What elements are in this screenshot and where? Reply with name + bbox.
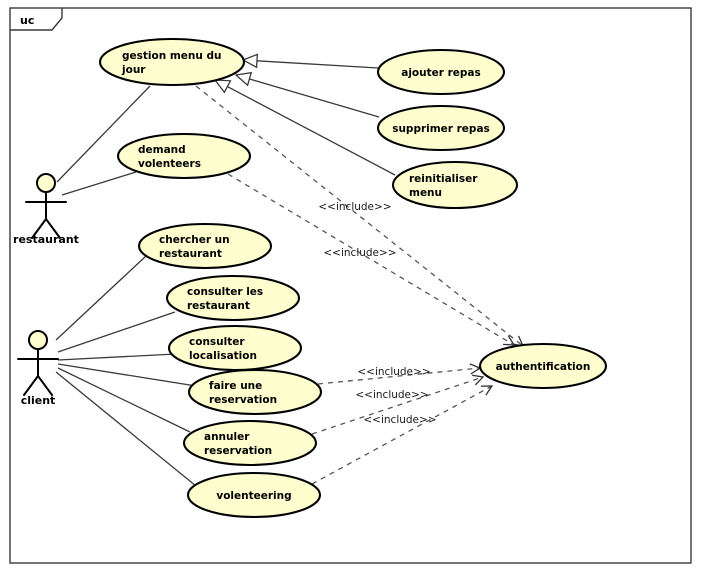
include-arrows: <<include>> <<include>> <<include>> <<inclu… [195,85,525,485]
association-client-annuler-reservation [57,367,191,433]
generalization-line-supprimer-repas-to-gestion [249,78,380,118]
actor-leg-right-restaurant [45,218,61,239]
actor-restaurant[interactable]: restaurant [13,173,79,246]
use-case-label-supprimer-repas: supprimer repas [392,123,490,135]
actor-label-restaurant: restaurant [13,233,79,246]
generalization-arrowhead-supprimer-repas-to-gestion [234,71,253,87]
generalization-line-reinitialiser-menu-to-gestion [227,85,396,176]
generalization-arrows [213,53,396,176]
association-restaurant-demand-volenteers [61,171,137,196]
actor-leg-right-client [37,375,53,396]
actor-leg-left-client [23,375,39,396]
association-client-faire-une-reservation [57,363,197,387]
frame-outline [9,7,692,564]
association-client-consulter-les-restaurant [57,311,176,353]
include-line-annuler-reservation-include-auth [311,376,484,435]
use-case-label-volenteering: volenteering [216,490,291,502]
use-case-ellipse-faire-une-reservation[interactable] [187,368,323,416]
association-client-volenteering [55,371,197,487]
use-case-ellipse-consulter-localisation[interactable] [167,324,303,372]
generalization-arrowhead-ajouter-repas-to-gestion [241,53,259,69]
use-case-ellipse-authentification[interactable] [478,342,608,390]
actor-label-client: client [21,394,56,407]
include-label-volenteering-include-auth: <<include>> [363,414,436,426]
include-arrowhead-volenteering-include-auth [480,385,494,396]
use-case-supprimer-repas[interactable]: supprimer repas [376,104,506,152]
generalization-line-ajouter-repas-to-gestion [256,60,379,69]
include-label-annuler-reservation-include-auth: <<include>> [355,389,428,401]
diagram-frame: uc [9,7,692,564]
include-line-volenteering-include-auth [311,385,493,485]
use-case-authentification[interactable]: authentification [478,342,608,390]
frame-label: uc [20,14,34,27]
actor-head-client [28,330,48,350]
use-case-ellipse-reinitialiser-menu[interactable] [391,160,519,210]
association-lines [55,85,197,487]
association-restaurant-gestion-menu [56,85,151,183]
use-case-ellipse-demand-volenteers[interactable] [116,132,252,180]
include-label-faire-reservation-include-auth: <<include>> [357,366,430,378]
actor-head-restaurant [36,173,56,193]
actor-nodes: restaurant client [13,173,79,407]
actor-client[interactable]: client [17,330,59,407]
use-case-volenteering[interactable]: volenteering [186,471,322,519]
use-case-ellipse-consulter-les-restaurant[interactable] [165,274,301,322]
generalization-arrowhead-reinitialiser-menu-to-gestion [213,79,232,94]
association-client-chercher-un-restaurant [55,255,147,341]
use-case-ellipse-supprimer-repas[interactable] [376,104,506,152]
use-case-ellipse-annuler-reservation[interactable] [182,419,318,467]
use-case-ellipse-gestion-menu-du-jour[interactable] [98,37,246,87]
include-arrowhead-annuler-reservation-include-auth [472,374,485,386]
association-client-consulter-localisation [57,353,177,361]
use-case-label-ajouter-repas: ajouter repas [401,67,481,79]
use-case-label-authentification: authentification [496,361,591,373]
use-case-ellipse-ajouter-repas[interactable] [376,48,506,96]
include-label-demand-volenteers-include-auth: <<include>> [323,247,396,259]
frame-tab-shape [10,8,63,31]
include-arrowhead-demand-volenteers-include-auth [502,335,516,346]
use-case-ellipse-volenteering[interactable] [186,471,322,519]
include-line-faire-reservation-include-auth [317,367,481,385]
use-case-ellipse-chercher-un-restaurant[interactable] [137,222,273,270]
include-label-gestion-include-auth: <<include>> [318,201,391,213]
use-case-ajouter-repas[interactable]: ajouter repas [376,48,506,96]
actor-leg-left-restaurant [31,218,47,239]
